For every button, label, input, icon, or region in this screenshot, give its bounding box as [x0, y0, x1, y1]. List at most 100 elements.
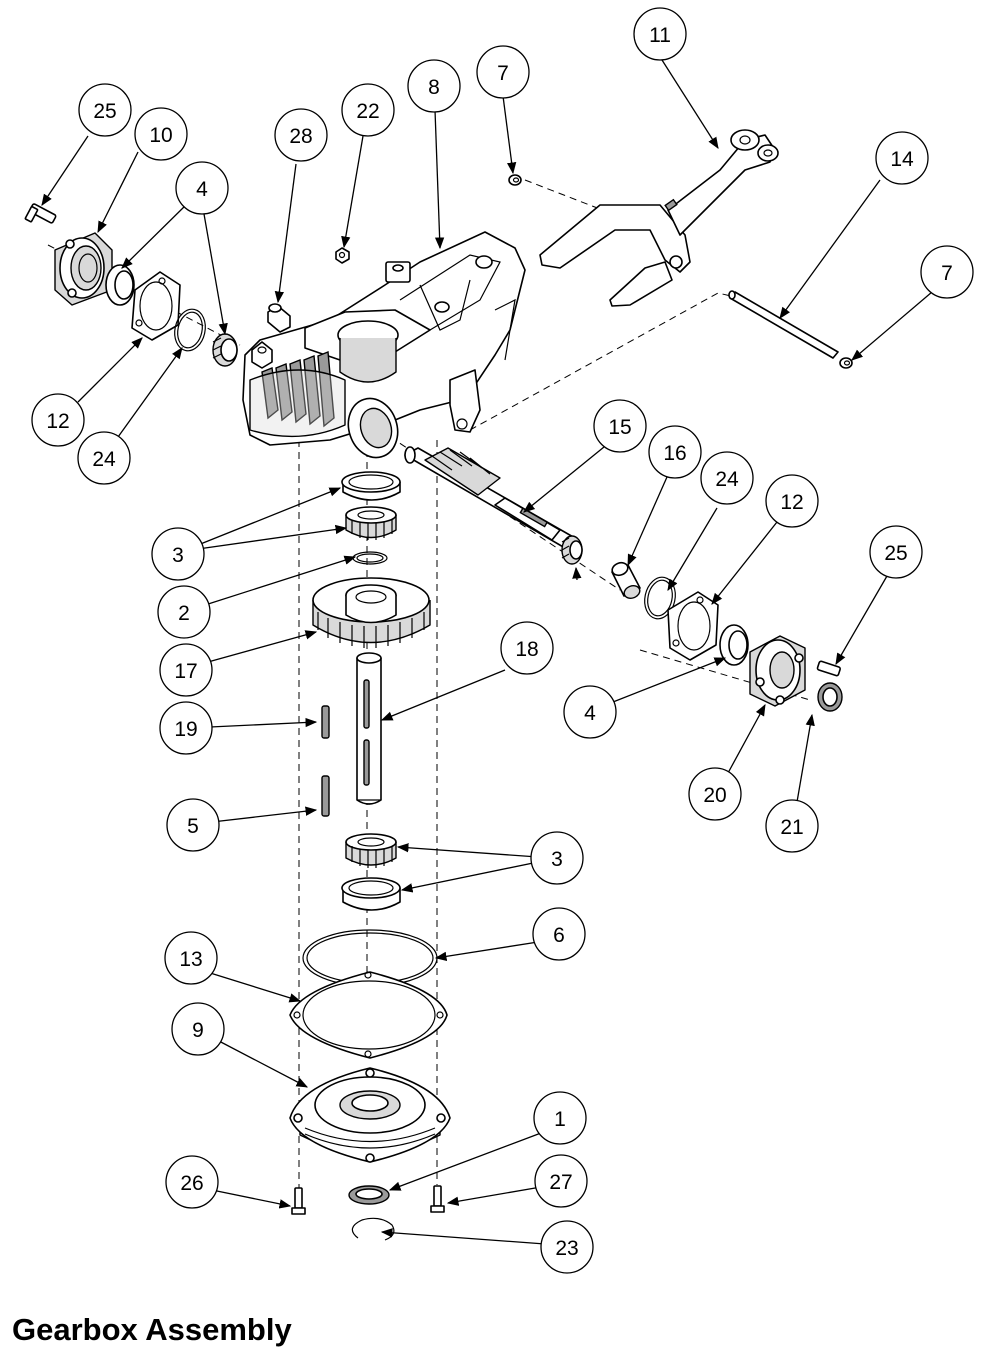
callout-10: 10	[134, 107, 188, 161]
svg-text:15: 15	[608, 416, 631, 439]
svg-text:24: 24	[715, 468, 739, 491]
callout-20: 20	[688, 767, 742, 821]
leader-lines	[41, 59, 933, 1245]
svg-text:4: 4	[196, 178, 208, 201]
svg-text:22: 22	[356, 100, 379, 123]
bottom-cover-part-9	[289, 1067, 451, 1163]
gasket-part-12a	[131, 271, 181, 341]
svg-text:11: 11	[649, 24, 671, 47]
gasket-part-12b	[667, 591, 719, 661]
callout-8: 8	[407, 59, 461, 113]
exploded-parts-diagram: 25 10 4 28 22 8 7 11 14 7 12 24	[24, 7, 974, 1274]
svg-text:17: 17	[174, 660, 197, 683]
callout-21: 21	[765, 799, 819, 853]
svg-text:14: 14	[890, 148, 914, 171]
svg-text:6: 6	[553, 924, 565, 947]
bolt-part-25b	[816, 660, 841, 677]
shift-fork-part-11	[539, 129, 779, 307]
bolt-part-27	[430, 1185, 445, 1213]
callout-28: 28	[274, 108, 328, 162]
callout-15: 15	[593, 399, 647, 453]
svg-text:27: 27	[549, 1171, 572, 1194]
callout-14: 14	[875, 131, 929, 185]
svg-text:13: 13	[179, 948, 202, 971]
svg-text:12: 12	[780, 491, 803, 514]
svg-text:8: 8	[428, 76, 440, 99]
o-ring-part-24a	[174, 308, 206, 352]
gearbox-housing-part-8	[242, 231, 526, 459]
callout-24a: 24	[77, 431, 131, 485]
svg-text:19: 19	[174, 718, 197, 741]
callout-3b: 3	[530, 831, 584, 885]
svg-text:18: 18	[515, 638, 538, 661]
svg-text:16: 16	[663, 442, 686, 465]
gasket-part-13	[289, 971, 448, 1059]
svg-text:1: 1	[554, 1108, 566, 1131]
breather-plug-part-28	[267, 303, 291, 333]
callout-19: 19	[159, 701, 213, 755]
bearing-housing-part-10	[54, 232, 113, 306]
output-shaft-part-18	[356, 652, 382, 805]
callout-12b: 12	[765, 474, 819, 528]
callout-9: 9	[171, 1002, 225, 1056]
callout-26: 26	[165, 1155, 219, 1209]
key-part-19	[321, 705, 330, 739]
seal-part-1	[348, 1185, 390, 1205]
svg-text:2: 2	[178, 602, 190, 625]
svg-text:7: 7	[497, 62, 509, 85]
callout-5: 5	[166, 798, 220, 852]
bearing-ring-part-4a	[105, 264, 135, 306]
callout-7b: 7	[920, 245, 974, 299]
svg-text:25: 25	[884, 542, 907, 565]
callout-16: 16	[648, 425, 702, 479]
callout-17: 17	[159, 643, 213, 697]
callout-4a: 4	[175, 161, 229, 215]
svg-text:12: 12	[46, 410, 69, 433]
callout-27: 27	[534, 1154, 588, 1208]
svg-text:5: 5	[187, 815, 199, 838]
nut-part-22	[335, 247, 350, 264]
key-part-5	[321, 775, 330, 817]
bearing-cup-part-3a	[341, 471, 401, 501]
o-ring-part-24b	[644, 576, 676, 620]
callout-25a: 25	[78, 83, 132, 137]
callout-23: 23	[540, 1220, 594, 1274]
svg-text:20: 20	[703, 784, 726, 807]
svg-text:9: 9	[192, 1019, 204, 1042]
callout-24b: 24	[700, 451, 754, 505]
seal-part-21	[817, 682, 843, 712]
spacer-part-16	[611, 561, 641, 599]
svg-text:4: 4	[584, 702, 596, 725]
svg-text:3: 3	[551, 848, 563, 871]
svg-text:25: 25	[93, 100, 116, 123]
svg-text:28: 28	[289, 125, 312, 148]
snap-ring-part-2	[352, 551, 388, 565]
svg-text:23: 23	[555, 1237, 578, 1260]
callout-12a: 12	[31, 393, 85, 447]
svg-text:3: 3	[172, 544, 184, 567]
callout-6: 6	[532, 907, 586, 961]
callout-2: 2	[157, 585, 211, 639]
callout-18: 18	[500, 621, 554, 675]
page-title: Gearbox Assembly	[12, 1312, 292, 1347]
svg-text:26: 26	[180, 1172, 203, 1195]
callout-3a: 3	[151, 527, 205, 581]
bearing-part-4-left	[212, 333, 238, 367]
svg-text:24: 24	[92, 448, 116, 471]
callout-1: 1	[533, 1091, 587, 1145]
svg-text:7: 7	[941, 262, 953, 285]
worm-shaft-part-15	[404, 446, 576, 549]
bearing-part-4-right	[561, 535, 583, 565]
callout-4b: 4	[563, 685, 617, 739]
clip-part-7a	[508, 174, 522, 186]
bolt-part-25a	[24, 203, 57, 224]
bolt-part-26	[291, 1187, 306, 1215]
worm-gear-part-17	[312, 577, 431, 648]
bearing-cone-part-3b	[345, 833, 397, 868]
bearing-ring-part-4b	[719, 624, 749, 666]
bearing-cup-part-3b	[341, 877, 401, 911]
clip-part-7b	[839, 357, 853, 369]
svg-text:21: 21	[780, 816, 803, 839]
callout-25b: 25	[869, 525, 923, 579]
callout-13: 13	[164, 931, 218, 985]
